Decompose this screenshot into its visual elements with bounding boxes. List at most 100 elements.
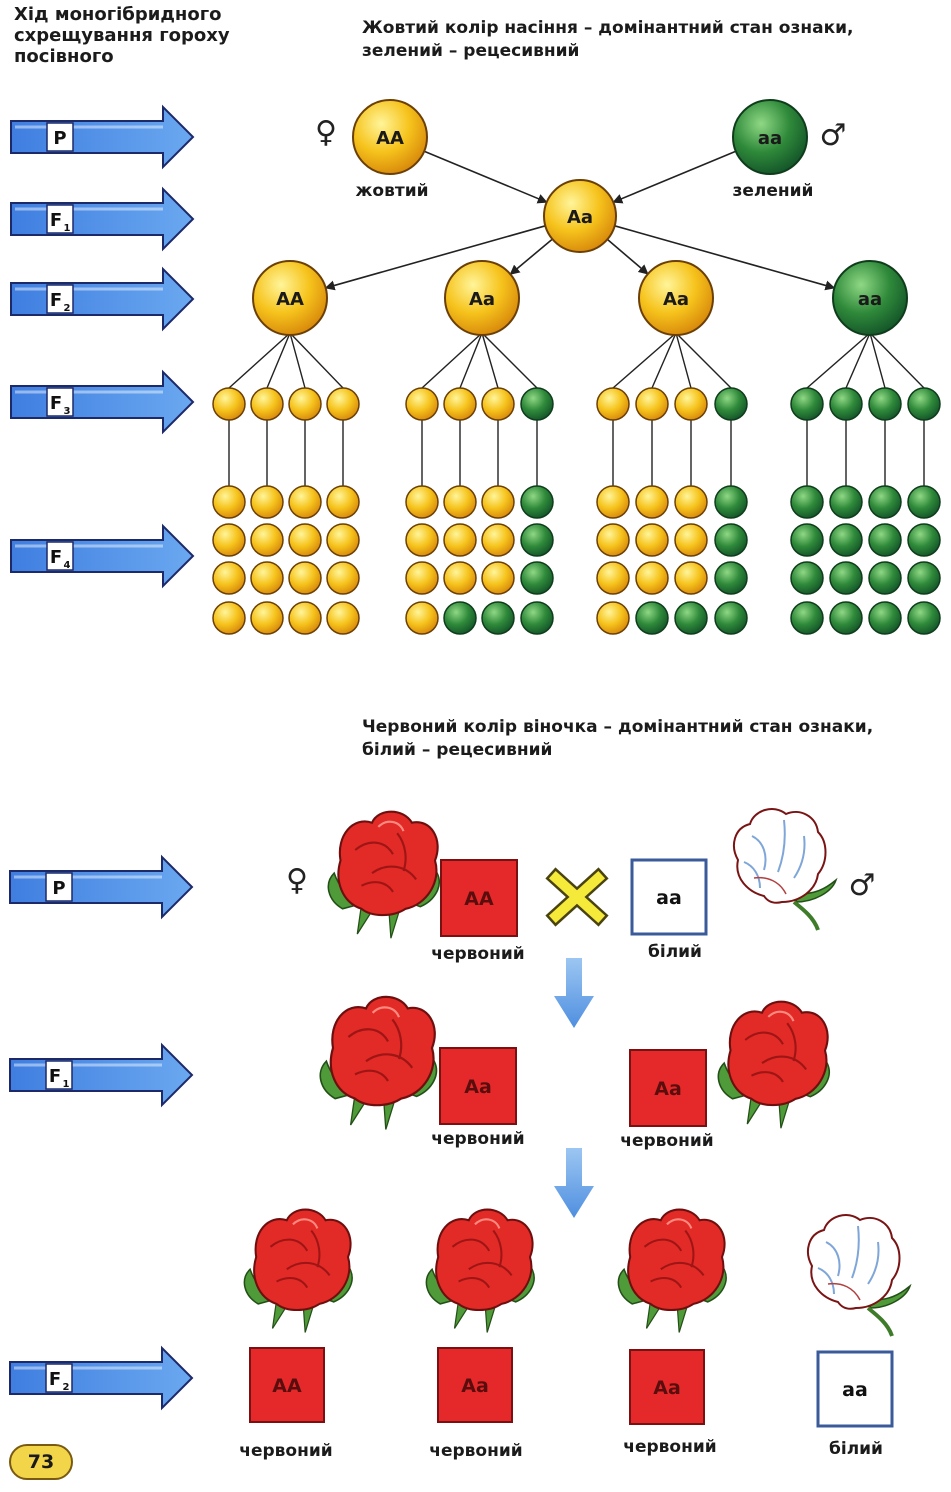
pea-f4-seed <box>405 561 439 595</box>
flower-f2-square-2-genotype: Aa <box>461 1375 489 1397</box>
flower-caption-line-2: білий – рецесивний <box>362 740 553 760</box>
pea-f4-seed <box>907 485 941 519</box>
f3-connector <box>289 332 306 389</box>
pea-gen-arrow-4-subscript: 3 <box>64 406 71 417</box>
pea-f4-seed <box>907 561 941 595</box>
f3-connector <box>228 332 291 389</box>
pea-f4-seed <box>829 523 863 557</box>
white-flower-p <box>732 807 838 932</box>
flower-gen-arrow-1-label: P <box>52 878 65 899</box>
pea-f4-seed <box>288 601 322 635</box>
f2-arrow-4 <box>614 225 836 291</box>
f3-connector <box>266 332 291 389</box>
pea-f4-seed <box>596 561 630 595</box>
f3-connector <box>675 332 732 389</box>
pea-f4-seed <box>907 601 941 635</box>
page-number: 73 <box>9 1444 73 1480</box>
pea-f3-seed <box>212 387 246 421</box>
flower-f1-square-2: Aa <box>629 1049 707 1127</box>
flower-p-label-2: білий <box>648 942 702 962</box>
pea-f4-seed <box>250 561 284 595</box>
pea-caption-line-2: зелений – рецесивний <box>362 41 580 61</box>
pea-f3-seed <box>635 387 669 421</box>
pea-f4-seed <box>520 523 554 557</box>
pea-f4-seed <box>790 561 824 595</box>
flower-f2-square-3-genotype: Aa <box>653 1377 681 1399</box>
pea-f4-seed <box>596 523 630 557</box>
pea-f4-seed <box>790 485 824 519</box>
pea-f3-seed <box>520 387 554 421</box>
pea-f4-seed <box>714 601 748 635</box>
pea-f3-seed <box>829 387 863 421</box>
flower-p-square-2: aa <box>630 858 708 936</box>
pea-f4-seed <box>443 523 477 557</box>
pea-f4-seed <box>868 485 902 519</box>
flower-gen-arrow-3-subscript: 2 <box>63 1382 70 1393</box>
pea-f3-seed <box>481 387 515 421</box>
pea-f4-seed <box>520 485 554 519</box>
pea-f4-seed <box>868 561 902 595</box>
flower-p-square-2-genotype: aa <box>656 887 682 909</box>
pea-f4-seed <box>596 485 630 519</box>
pea-f4-seed <box>481 523 515 557</box>
pea-f3-seed <box>674 387 708 421</box>
f3-connector <box>869 332 925 389</box>
pea-caption: Жовтий колір насіння – домінантний стан … <box>362 17 853 63</box>
pea-f1: Aa <box>543 179 617 253</box>
pea-f4-seed <box>674 523 708 557</box>
pea-f4-seed <box>443 561 477 595</box>
pea-f3-seed <box>405 387 439 421</box>
f3-connector <box>421 332 483 389</box>
flower-female-symbol: ♀ <box>286 863 308 898</box>
pea-f4-seed <box>674 561 708 595</box>
pea-f4-seed <box>829 601 863 635</box>
pea-f4-seed <box>326 485 360 519</box>
f3-connector <box>651 332 677 389</box>
pea-f4-seed <box>674 485 708 519</box>
flower-gen-arrow-2-label: F <box>49 1066 61 1087</box>
pea-gen-arrow-1: P <box>10 104 195 170</box>
red-flower-f2-3 <box>617 1208 728 1334</box>
f3-connector <box>481 332 499 389</box>
pea-f4-seed <box>288 523 322 557</box>
flower-p-square-1: AA <box>440 859 518 937</box>
pea-f4-seed <box>405 485 439 519</box>
pea-f4-seed <box>596 601 630 635</box>
pea-f4-seed <box>405 601 439 635</box>
flower-caption-line-1: Червоний колір віночка – домінантний ста… <box>362 717 874 737</box>
pea-f3-seed <box>790 387 824 421</box>
pea-f3-seed <box>907 387 941 421</box>
pea-f2-3: Aa <box>638 260 714 336</box>
pea-f2-1: AA <box>252 260 328 336</box>
pea-f4-seed <box>868 601 902 635</box>
pea-parent-female-genotype: AA <box>376 128 404 149</box>
pea-gen-arrow-2-subscript: 1 <box>64 223 71 234</box>
f3-connector <box>459 332 483 389</box>
pea-gen-arrow-5-subscript: 4 <box>64 560 71 571</box>
pea-f2-2: Aa <box>444 260 520 336</box>
pea-f4-seed <box>714 485 748 519</box>
pea-gen-arrow-1-label: P <box>53 128 66 149</box>
pea-f1-genotype: Aa <box>567 207 593 228</box>
pea-f4-seed <box>907 523 941 557</box>
pea-f3-seed <box>596 387 630 421</box>
flower-gen-arrow-1: P <box>9 854 194 920</box>
pea-male-symbol: ♂ <box>820 118 847 153</box>
flower-f1-label-2: червоний <box>620 1131 714 1151</box>
flower-f2-label-2: червоний <box>429 1441 523 1461</box>
pea-f4-seed <box>829 485 863 519</box>
pea-f4-seed <box>635 485 669 519</box>
flower-f1-square-1-genotype: Aa <box>464 1076 492 1098</box>
pea-f3-seed <box>714 387 748 421</box>
pea-f4-seed <box>250 601 284 635</box>
pea-f4-seed <box>212 485 246 519</box>
f3-connector <box>612 332 677 389</box>
flower-f2-square-3: Aa <box>629 1349 705 1425</box>
f3-connector <box>806 332 871 389</box>
